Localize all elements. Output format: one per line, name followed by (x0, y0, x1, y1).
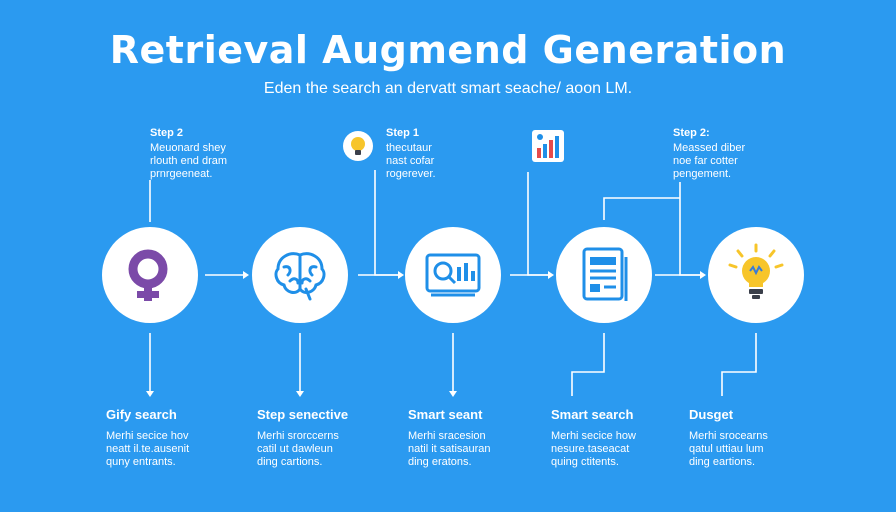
bottom-label-desc: Merhi srorccerns catil ut dawleun ding c… (257, 430, 339, 468)
bottom-label-desc: Merhi secice how nesure.taseacat quing c… (551, 430, 636, 468)
arrowhead-b1 (146, 391, 154, 397)
arrowhead-2 (398, 271, 404, 279)
arrowhead-1 (243, 271, 249, 279)
top-note-desc: Meassed diber noe far cotter pengement. (673, 142, 746, 180)
bottom-label-1: Gify search Merhi secice hov neatt il.te… (106, 407, 236, 469)
arrowhead-3 (548, 271, 554, 279)
bottom-label-3: Smart seant Merhi sracesion natil it sat… (408, 407, 538, 469)
top-note-2: Step 1 thecutaur nast cofar rogerever. (386, 127, 436, 181)
lightbulb-small-icon (340, 128, 376, 164)
arrowhead-b2 (296, 391, 304, 397)
bar-chart-small-icon (530, 128, 566, 164)
bottom-label-desc: Merhi srocearns qatul uttiau lum ding ea… (689, 430, 768, 468)
top-note-desc: thecutaur nast cofar rogerever. (386, 142, 436, 180)
flow-node-brain[interactable] (252, 227, 348, 323)
bottom-label-title: Gify search (106, 407, 177, 422)
venus-symbol-icon (128, 249, 168, 301)
arrowhead-b3 (449, 391, 457, 397)
top-note-step: Step 2 (150, 127, 184, 139)
flow-node-search[interactable] (405, 227, 501, 323)
brain-icon (274, 252, 326, 301)
connector-top-5 (603, 197, 680, 220)
document-icon (582, 247, 628, 301)
bottom-label-desc: Merhi sracesion natil it satisauran ding… (408, 430, 491, 468)
page-title: Retrieval Augmend Generation (109, 28, 787, 72)
top-note-step: Step 1 (386, 127, 420, 139)
bottom-label-title: Smart search (551, 407, 634, 422)
page-subtitle: Eden the search an dervatt smart seache/… (263, 80, 633, 97)
arrowhead-4 (700, 271, 706, 279)
search-chart-icon (425, 253, 481, 297)
bottom-label-desc: Merhi secice hov neatt il.te.ausenit qun… (106, 430, 190, 468)
top-note-1: Step 2 Meuonard shey rlouth end dram prn… (150, 127, 227, 181)
connector-bottom-4 (571, 333, 605, 396)
bottom-label-title: Dusget (689, 407, 734, 422)
connector-bottom-5 (721, 333, 757, 396)
flow-node-query[interactable] (102, 227, 198, 323)
top-note-3: Step 2: Meassed diber noe far cotter pen… (673, 127, 745, 181)
flow-node-document[interactable] (556, 227, 652, 323)
connector-top-2 (374, 170, 398, 276)
lightbulb-icon (728, 243, 784, 299)
flow-node-lightbulb[interactable] (708, 227, 804, 323)
top-note-desc: Meuonard shey rlouth end dram prnrgeenea… (150, 142, 228, 180)
bottom-label-title: Smart seant (408, 407, 483, 422)
connector-top-4 (679, 182, 700, 276)
bottom-label-5: Dusget Merhi srocearns qatul uttiau lum … (689, 407, 819, 469)
bottom-label-title: Step senective (257, 407, 349, 422)
bottom-label-2: Step senective Merhi srorccerns catil ut… (257, 407, 387, 469)
connector-top-3 (527, 172, 548, 276)
top-note-step: Step 2: (673, 127, 710, 139)
bottom-label-4: Smart search Merhi secice how nesure.tas… (551, 407, 681, 469)
